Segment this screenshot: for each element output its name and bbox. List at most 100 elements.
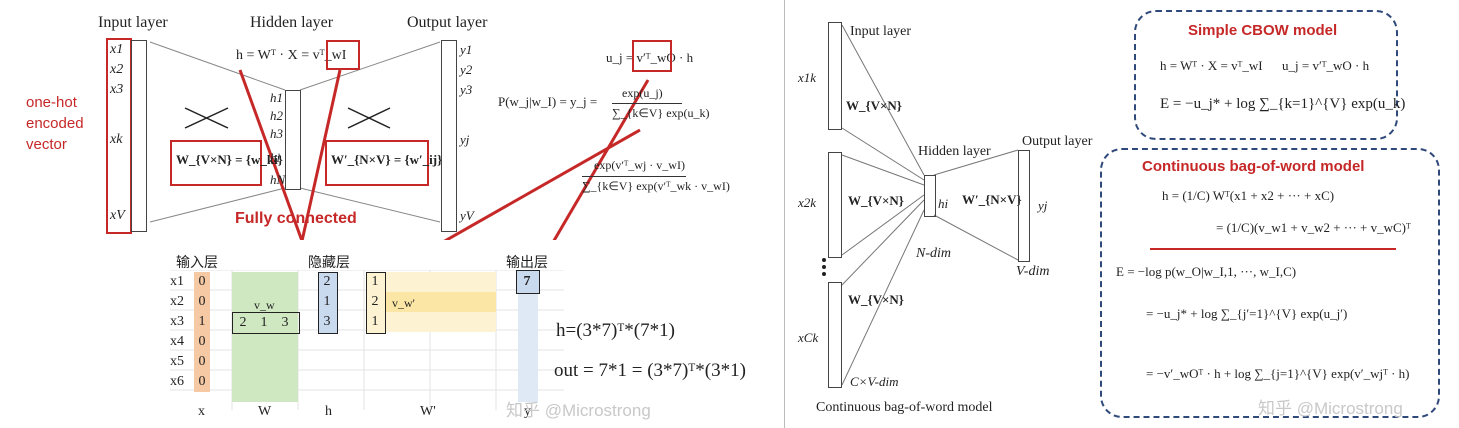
prob-den1: ∑_{k∈V} exp(u_k): [612, 106, 710, 120]
header-hidden: 隐藏层: [308, 254, 350, 270]
dots-icon: [822, 258, 830, 276]
x-value: 0: [198, 334, 206, 349]
v-w-label: v_w: [254, 298, 275, 312]
one-hot-label: one-hot encoded vector: [26, 94, 84, 153]
hidden-node-hn: hN: [270, 172, 286, 187]
equation-out: out = 7*1 = (3*7)ᵀ*(3*1): [554, 360, 746, 381]
h-column-bg: [318, 272, 338, 334]
row-label-x6: x6: [170, 374, 184, 389]
right-diagram: Input layer x1k x2k xCk W_{V×N} W_{V×N} …: [786, 0, 1459, 428]
prob-line2: [582, 176, 686, 177]
cbow-w2: W_{V×N}: [848, 193, 904, 208]
cbow-vdim: V-dim: [1016, 264, 1050, 279]
cbow-network-lines: [841, 24, 1019, 386]
cbow-e1: E = −log p(w_O|w_I,1, ···, w_I,C): [1116, 264, 1297, 279]
x-value: 0: [198, 294, 206, 309]
cbow-hidden-layer-label: Hidden layer: [918, 144, 991, 159]
y-column-bg: [518, 272, 538, 402]
output-node-y2: y2: [460, 62, 473, 77]
hidden-node-column: [285, 90, 301, 190]
wp-row-highlight: [384, 292, 496, 312]
hidden-equation: h = Wᵀ · X = vᵀ_wI: [236, 48, 347, 63]
cbow-input-layer-label: Input layer: [850, 24, 912, 39]
x-value: 0: [198, 374, 206, 389]
header-input: 输入层: [176, 254, 218, 270]
row-label-x5: x5: [170, 354, 184, 369]
input-node-x2: x2: [110, 62, 124, 77]
cbow-yj: yj: [1038, 198, 1048, 213]
hidden-node-h3: h3: [270, 126, 283, 141]
cbow-ndim: N-dim: [916, 246, 951, 261]
row-label-x1: x1: [170, 274, 184, 289]
hidden-node-hi: hi: [270, 150, 281, 165]
prob-lhs: P(w_j|w_I) = y_j =: [498, 94, 598, 109]
input-node-x1: x1: [110, 42, 124, 57]
row-label-x3: x3: [170, 314, 184, 329]
y-value: 7: [523, 274, 531, 289]
w-matrix-label: W_{V×N} = {w_ki}: [176, 152, 283, 167]
x-value: 1: [198, 314, 206, 329]
cbow-title: Continuous bag-of-word model: [1142, 158, 1365, 175]
w-value: 3: [281, 315, 289, 330]
v-wi-box: [326, 40, 360, 70]
cbow-input1-column: [828, 22, 842, 130]
panel-divider: [784, 0, 785, 428]
w-value: 1: [260, 315, 268, 330]
cbow-e2: = −u_j* + log ∑_{j′=1}^{V} exp(u_j′): [1146, 306, 1348, 321]
hidden-layer-label: Hidden layer: [250, 14, 334, 31]
w-value: 2: [239, 315, 247, 330]
col-label-x: x: [198, 404, 205, 419]
hidden-node-h1: h1: [270, 90, 283, 105]
wp-matrix-label: W′_{N×V} = {w′_ij}: [331, 152, 443, 167]
y-value-box: [516, 270, 540, 294]
cbow-box: [1100, 148, 1440, 418]
cbow-caption: Continuous bag-of-word model: [816, 400, 993, 415]
output-node-yv: yV: [460, 208, 474, 223]
equation-h: h=(3*7)ᵀ*(7*1): [556, 320, 675, 341]
col-label-w: W: [258, 404, 272, 419]
fully-connected-label: Fully connected: [235, 210, 357, 227]
input-layer-label: Input layer: [98, 14, 168, 31]
cbow-w1: W_{V×N}: [846, 98, 902, 113]
v-wo-box: [632, 40, 672, 72]
cbow-hi: hi: [938, 196, 949, 211]
header-output: 输出层: [506, 254, 548, 270]
row-label-x2: x2: [170, 294, 184, 309]
output-node-yj: yj: [460, 132, 470, 147]
x-value: 0: [198, 354, 206, 369]
output-node-y1: y1: [460, 42, 473, 57]
left-watermark: 知乎 @Microstrong: [506, 401, 651, 420]
cbow-e3: = −v′_wOᵀ · h + log ∑_{j=1}^{V} exp(v′_w…: [1146, 366, 1410, 381]
cbow-xck: xCk: [798, 330, 819, 345]
left-diagram: Input layer x1 x2 x3 xk xV one-hot encod…: [26, 14, 746, 420]
prob-num1: exp(u_j): [622, 86, 663, 100]
cbow-h1: h = (1/C) Wᵀ(x1 + x2 + ··· + xC): [1162, 188, 1335, 203]
hidden-node-h2: h2: [270, 108, 283, 123]
input-node-xv: xV: [110, 208, 125, 223]
cbow-hidden-column: [924, 175, 936, 217]
input-node-x3: x3: [110, 82, 124, 97]
simple-cbow-eq3: E = −u_j* + log ∑_{k=1}^{V} exp(u_k): [1160, 96, 1406, 112]
output-layer-label: Output layer: [407, 14, 488, 31]
cbow-x2k: x2k: [798, 195, 817, 210]
simple-cbow-box: [1134, 10, 1398, 140]
output-node-y3: y3: [460, 82, 473, 97]
cbow-h2: = (1/C)(v_w1 + v_w2 + ··· + v_wC)ᵀ: [1216, 220, 1411, 235]
network-lines: [149, 41, 650, 240]
cbow-x1k: x1k: [798, 70, 817, 85]
input-node-column: [131, 40, 147, 232]
wp-value: 1: [371, 274, 379, 289]
wp-value: 1: [371, 314, 379, 329]
h-value: 1: [323, 294, 331, 309]
w-matrix-box: [170, 140, 262, 186]
x-column-bg: [194, 272, 210, 392]
w-row-box: [232, 312, 300, 334]
simple-cbow-eq2: u_j = v′ᵀ_wO · h: [1282, 58, 1370, 73]
cbow-wp: W′_{N×V}: [962, 192, 1022, 207]
cbow-output-layer-label: Output layer: [1022, 134, 1093, 149]
v-w-prime-label: v_w': [392, 296, 415, 310]
wp-value: 2: [371, 294, 379, 309]
prob-den2: ∑_{k∈V} exp(v′ᵀ_wk · v_wI): [582, 179, 730, 193]
h-value: 3: [323, 314, 331, 329]
simple-cbow-title: Simple CBOW model: [1188, 22, 1338, 39]
